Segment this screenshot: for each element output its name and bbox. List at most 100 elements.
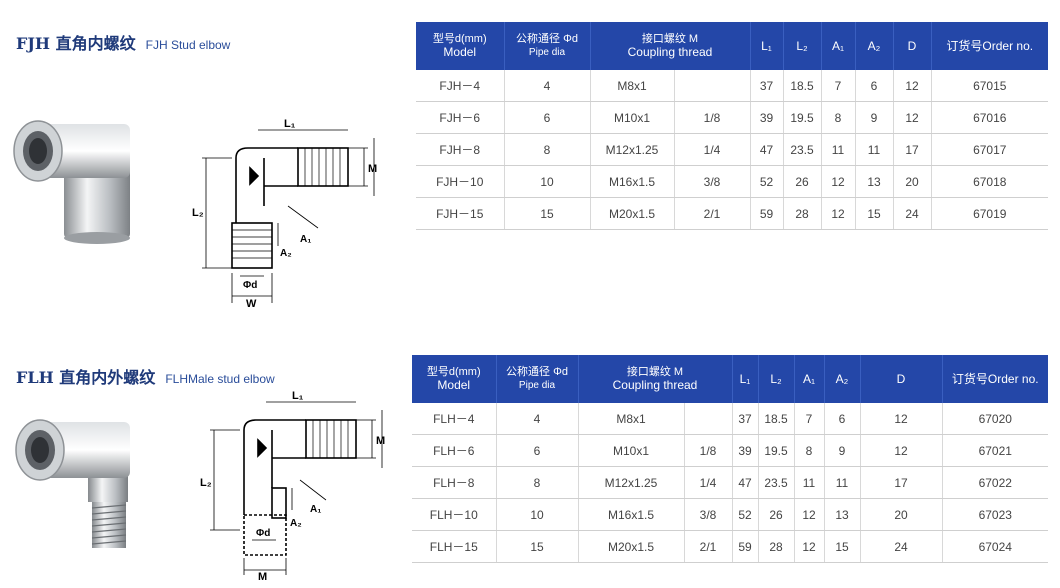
fjh-technical-drawing: L₁ L₂ A₁ A₂ Φd M W (192, 118, 377, 308)
fjh-drawing-phid: Φd (243, 280, 257, 291)
fjh-col-l2: L₂ (783, 22, 822, 70)
table-cell: M10x1 (590, 101, 675, 134)
table-cell: 17 (860, 466, 943, 499)
table-cell: 8 (496, 466, 579, 499)
table-cell: 8 (821, 101, 856, 134)
flh-drawing-a1: A₁ (310, 504, 321, 515)
fjh-col-a1: A₁ (821, 22, 856, 70)
table-cell: 15 (504, 197, 591, 230)
fjh-drawing-a1: A₁ (300, 234, 311, 245)
table-cell: 12 (821, 165, 856, 198)
table-cell: 6 (824, 403, 861, 435)
table-cell: 39 (750, 101, 784, 134)
table-cell: FLH－8 (412, 466, 497, 499)
flh-product-photo (15, 419, 130, 548)
flh-title-en: FLHMale stud elbow (165, 372, 275, 386)
table-cell: 12 (794, 530, 825, 563)
table-cell: 8 (794, 434, 825, 467)
flh-title-zh: FLH 直角内外螺纹 (16, 368, 156, 387)
table-cell: M12x1.25 (578, 466, 685, 499)
table-cell: 37 (750, 70, 784, 102)
fjh-col-d: D (893, 22, 932, 70)
table-cell: M8x1 (590, 70, 675, 102)
flh-drawing-l2: L₂ (200, 477, 212, 489)
table-cell: 2/1 (674, 197, 751, 230)
flh-col-order: 订货号Order no. (942, 355, 1048, 403)
table-cell: 24 (893, 197, 932, 230)
flh-drawing-l1: L₁ (292, 390, 304, 402)
table-cell (674, 70, 751, 102)
table-cell: 67023 (942, 498, 1048, 531)
table-cell: 17 (893, 133, 932, 166)
table-cell: 39 (732, 434, 759, 467)
fjh-product-photo (13, 120, 130, 244)
table-cell: 2/1 (684, 530, 733, 563)
table-cell: 59 (732, 530, 759, 563)
table-cell: M16x1.5 (590, 165, 675, 198)
table-cell: 4 (496, 403, 579, 435)
table-cell: 11 (821, 133, 856, 166)
fjh-drawing-a2: A₂ (280, 248, 292, 259)
table-cell: FJH－15 (416, 197, 505, 230)
table-cell: 26 (783, 165, 822, 198)
table-cell: 67022 (942, 466, 1048, 499)
table-cell: M20x1.5 (578, 530, 685, 563)
fjh-drawing-l2: L₂ (192, 207, 204, 219)
table-cell: 7 (821, 70, 856, 102)
table-cell: 1/8 (684, 434, 733, 467)
flh-drawing-m-bottom: M (258, 571, 267, 580)
table-cell: 67016 (931, 101, 1048, 134)
flh-technical-drawing: L₁ L₂ A₁ A₂ Φd M M (200, 390, 385, 580)
table-cell: 67017 (931, 133, 1048, 166)
fjh-drawing-m: M (368, 163, 377, 175)
fjh-col-order: 订货号Order no. (931, 22, 1048, 70)
table-cell: 18.5 (783, 70, 822, 102)
table-cell: 13 (855, 165, 894, 198)
table-cell: 4 (504, 70, 591, 102)
table-cell: 67015 (931, 70, 1048, 102)
table-cell: 12 (860, 434, 943, 467)
table-cell: 52 (732, 498, 759, 531)
table-cell: 37 (732, 403, 759, 435)
table-cell: 6 (496, 434, 579, 467)
flh-drawing-m-side: M (376, 435, 385, 447)
table-cell: 1/4 (674, 133, 751, 166)
table-cell: 3/8 (674, 165, 751, 198)
table-cell: 9 (824, 434, 861, 467)
table-cell: 67019 (931, 197, 1048, 230)
table-cell: 6 (855, 70, 894, 102)
table-cell: 47 (750, 133, 784, 166)
table-cell: 26 (758, 498, 795, 531)
table-cell: 9 (855, 101, 894, 134)
table-cell: 12 (860, 403, 943, 435)
table-cell: 3/8 (684, 498, 733, 531)
table-cell: 10 (496, 498, 579, 531)
table-cell: 47 (732, 466, 759, 499)
table-cell: 28 (783, 197, 822, 230)
fjh-drawing-l1: L₁ (284, 118, 296, 130)
table-cell: M20x1.5 (590, 197, 675, 230)
table-cell: 12 (794, 498, 825, 531)
table-cell: 1/8 (674, 101, 751, 134)
table-cell: FJH－10 (416, 165, 505, 198)
table-cell: 12 (893, 70, 932, 102)
table-cell: FLH－4 (412, 403, 497, 435)
table-cell: 6 (504, 101, 591, 134)
table-cell: FLH－10 (412, 498, 497, 531)
table-cell: 15 (824, 530, 861, 563)
table-cell: 15 (855, 197, 894, 230)
table-cell: 67018 (931, 165, 1048, 198)
table-cell: 67024 (942, 530, 1048, 563)
